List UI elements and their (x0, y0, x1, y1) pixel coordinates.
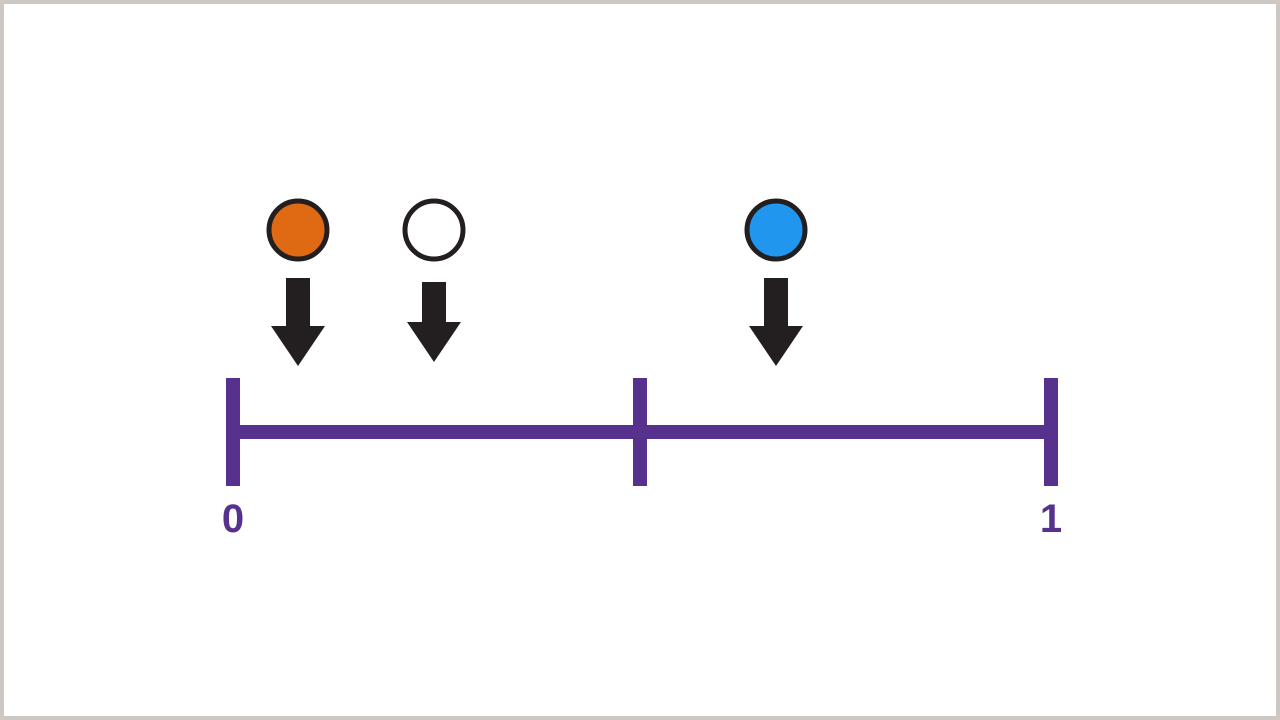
tick-middle (633, 378, 647, 486)
marker-white-circle[interactable] (402, 198, 466, 262)
tick-start (226, 378, 240, 486)
tick-end (1044, 378, 1058, 486)
arrow-white-icon (407, 282, 461, 362)
marker-blue-circle[interactable] (744, 198, 808, 262)
axis-label-start: 0 (221, 497, 245, 541)
number-line (226, 378, 1058, 486)
arrow-orange-icon (271, 278, 325, 366)
axis-label-end: 1 (1039, 497, 1063, 541)
marker-blue[interactable] (744, 198, 808, 366)
marker-orange-circle[interactable] (266, 198, 330, 262)
marker-white[interactable] (402, 198, 466, 362)
marker-orange[interactable] (266, 198, 330, 366)
arrow-blue-icon (749, 278, 803, 366)
